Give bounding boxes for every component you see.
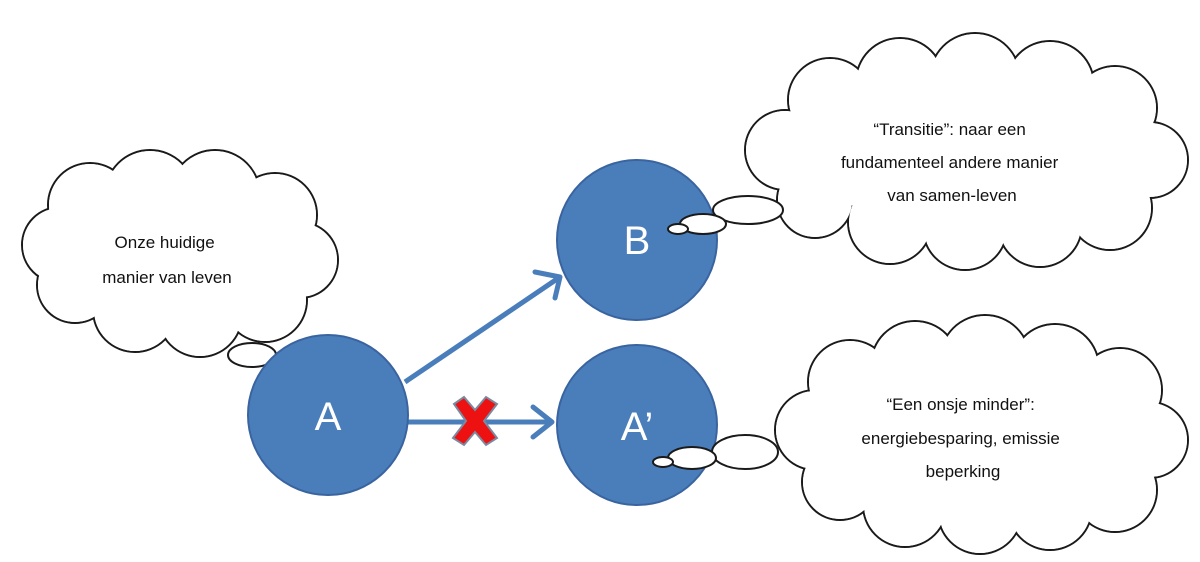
cloud-current-life-shape [21,149,339,358]
cloud-less: “Een onsje minder”: energiebesparing, em… [774,314,1189,555]
node-a-label: A [315,395,342,439]
thought-bubble-large [712,195,784,225]
thought-bubble-small [667,223,689,235]
cloud-transition-shape [744,32,1189,271]
cloud-less-shape [774,314,1189,555]
thought-bubble-small [652,456,674,468]
thought-bubbles-b [667,195,784,235]
node-b-label: B [624,219,651,263]
cloud-less-text: “Een onsje minder”: energiebesparing, em… [861,395,1064,481]
cloud-transition-line: “Transitie”: naar een [873,120,1025,139]
arrow-a-to-b [403,269,563,385]
cloud-transition-text: “Transitie”: naar een fundamenteel ander… [841,120,1063,205]
node-a: A [247,334,409,496]
node-b: B [556,159,718,321]
cloud-current-life-line: Onze huidige [115,233,215,252]
thought-bubble-large [711,434,779,470]
node-a-prime: A’ [556,344,718,506]
cloud-less-line: “Een onsje minder”: [886,395,1034,414]
cloud-current-life-line: manier van leven [102,268,231,287]
cloud-current-life-text: Onze huidige manier van leven [102,233,231,287]
thought-bubble-medium [667,446,717,470]
cloud-current-life: Onze huidige manier van leven [21,149,339,409]
cloud-transition-line: fundamenteel andere manier [841,153,1059,172]
red-x-icon [451,395,499,447]
cloud-transition-line: van samen-leven [887,186,1016,205]
cloud-less-line: beperking [926,462,1001,481]
cloud-transition: “Transitie”: naar een fundamenteel ander… [744,32,1189,271]
node-a-prime-label: A’ [621,405,654,449]
cloud-less-line: energiebesparing, emissie [861,429,1059,448]
thought-bubbles-a-prime [652,434,779,470]
